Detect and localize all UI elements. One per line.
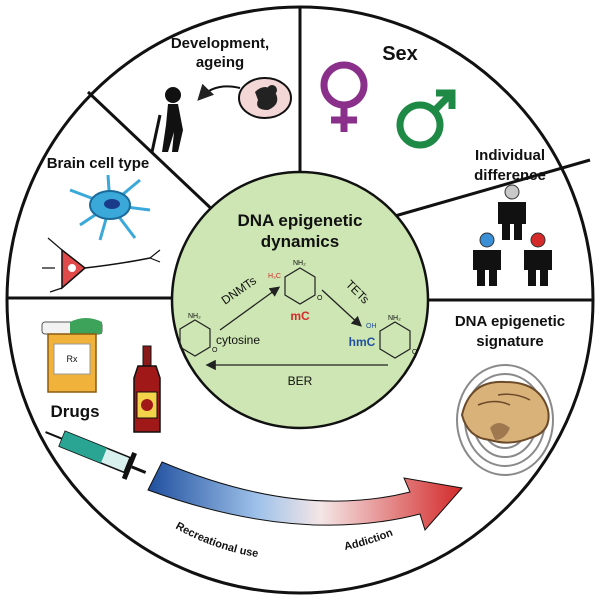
brain-cell-label: Brain cell type	[47, 155, 150, 172]
neuron-icon	[42, 237, 161, 293]
mc-molecule	[284, 267, 316, 305]
tets-arrow	[321, 289, 362, 327]
cytosine-label: cytosine	[216, 333, 260, 347]
hmc-label: hmC	[349, 335, 376, 349]
recreational-addiction-arrow	[147, 461, 463, 531]
hmc-oh: OH	[366, 323, 377, 330]
cytosine-o: O	[212, 347, 218, 354]
center-title-line1: DNA epigenetic	[237, 211, 362, 230]
fetus-icon	[238, 77, 292, 119]
development-label-line2: ageing	[196, 54, 244, 71]
development-label-line1: Development,	[171, 35, 269, 52]
individual-label-line1: Individual	[475, 147, 545, 164]
signature-label-line2: signature	[476, 333, 544, 350]
center-circle	[170, 170, 430, 430]
cytosine-nh2: NH₂	[188, 313, 201, 320]
brain-icon	[460, 380, 550, 444]
pill-bottle-label: Rx	[67, 354, 78, 364]
male-symbol-icon	[396, 89, 456, 149]
mc-label: mC	[290, 309, 310, 323]
signature-label-line1: DNA epigenetic	[455, 313, 565, 330]
hmc-o: O	[412, 349, 418, 356]
elderly-person-icon	[150, 87, 183, 153]
individual-label-line2: difference	[474, 167, 546, 184]
syringe-icon	[45, 430, 147, 480]
hmc-molecule	[379, 321, 411, 359]
ageing-arrow	[197, 83, 241, 101]
segment-dividers	[7, 7, 593, 302]
mc-h3c: H₃C	[268, 273, 281, 280]
hmc-nh2: NH₂	[388, 315, 401, 322]
liquor-bottle-icon	[133, 345, 161, 433]
dnmts-arrow	[219, 286, 281, 331]
mc-nh2: NH₂	[293, 260, 306, 267]
female-symbol-icon	[320, 61, 368, 132]
pill-bottle-icon	[41, 318, 103, 393]
mc-o: O	[317, 295, 323, 302]
sex-label: Sex	[382, 43, 418, 65]
drugs-label: Drugs	[50, 402, 99, 421]
center-title-line2: dynamics	[261, 232, 339, 251]
people-group-icon	[473, 184, 552, 286]
cytosine-molecule	[179, 319, 211, 357]
ber-label: BER	[288, 374, 313, 388]
glial-cell-nucleus	[104, 199, 120, 209]
